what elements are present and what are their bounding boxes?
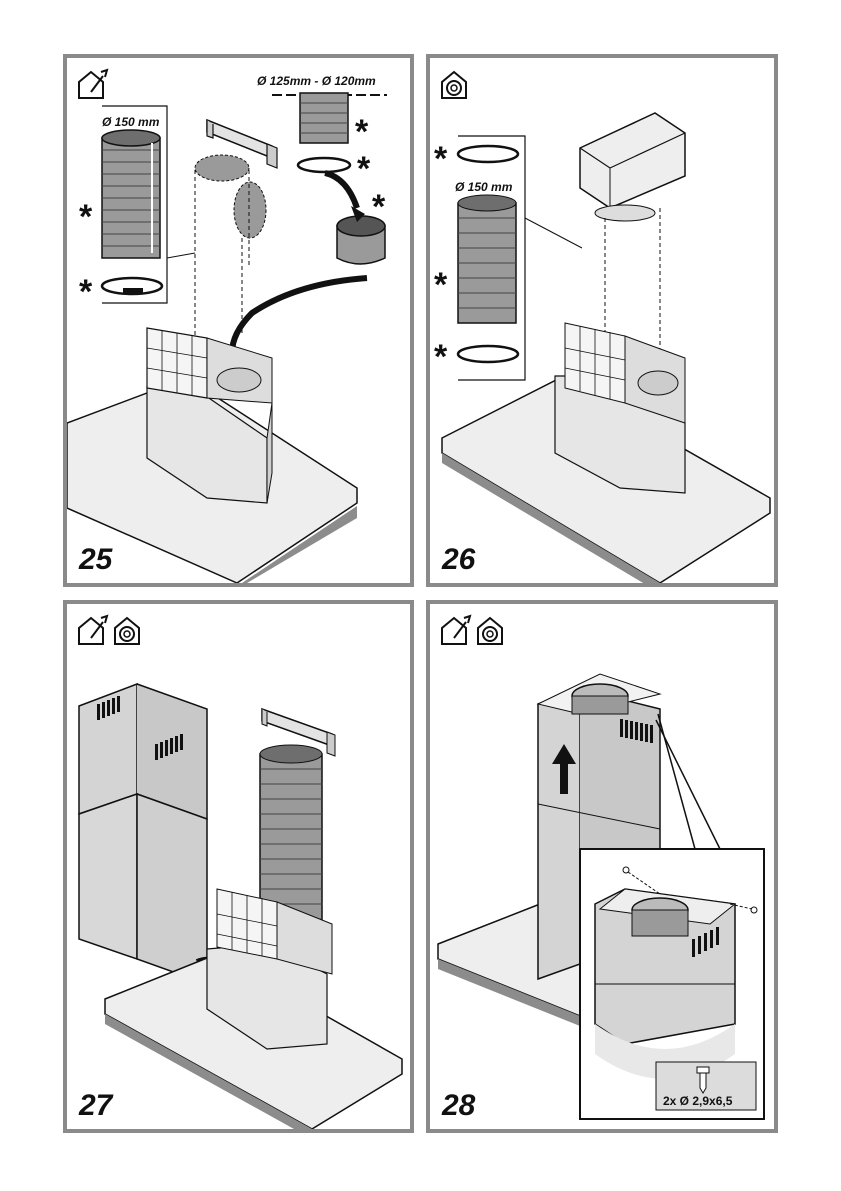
step-27-illustration: [67, 604, 410, 1129]
step-27-panel: 27: [63, 600, 414, 1133]
optional-part-marker: *: [434, 140, 448, 178]
flexible-duct: [458, 195, 516, 323]
hose-clamp: [458, 346, 518, 362]
step-26-illustration: Ø 150 mm * * *: [430, 58, 774, 583]
optional-part-marker: *: [79, 273, 93, 311]
hose-clamp: [102, 278, 162, 294]
duct-dimension-label: Ø 150 mm: [102, 115, 160, 129]
step-28-panel: 2x Ø 2,9x6,5 28: [426, 600, 778, 1133]
step-26-panel: Ø 150 mm * * * 26: [426, 54, 778, 587]
ducted-mode-icon: [442, 616, 470, 644]
duct-dimension-label: Ø 150 mm: [455, 180, 513, 194]
optional-part-marker: *: [434, 338, 448, 376]
hose-clamp: [458, 146, 518, 162]
adapter-dimension-label: Ø 125mm - Ø 120mm: [257, 74, 376, 88]
step-number: 26: [442, 543, 475, 577]
step-28-illustration: 2x Ø 2,9x6,5: [430, 604, 774, 1129]
recirculation-mode-icon: [442, 72, 466, 98]
optional-part-marker: *: [434, 266, 448, 304]
chimney-cover: [79, 684, 207, 984]
ducted-mode-icon: [79, 616, 107, 644]
step-25-panel: Ø 125mm - Ø 120mm Ø 150 mm * *: [63, 54, 414, 587]
detail-inset: 2x Ø 2,9x6,5: [580, 849, 764, 1119]
step-number: 27: [79, 1089, 112, 1123]
ducted-mode-icon: [79, 70, 107, 98]
step-number: 25: [79, 543, 112, 577]
flexible-duct: [102, 130, 160, 258]
optional-part-marker: *: [372, 188, 386, 226]
recirculation-mode-icon: [478, 618, 502, 644]
step-number: 28: [442, 1089, 475, 1123]
recirculation-mode-icon: [115, 618, 139, 644]
step-25-illustration: Ø 125mm - Ø 120mm Ø 150 mm * *: [67, 58, 410, 583]
recirculation-deflector: [580, 113, 685, 221]
optional-part-marker: *: [357, 150, 371, 188]
optional-part-marker: *: [79, 198, 93, 236]
optional-part-marker: *: [355, 113, 369, 151]
screw-spec-label: 2x Ø 2,9x6,5: [663, 1094, 733, 1108]
